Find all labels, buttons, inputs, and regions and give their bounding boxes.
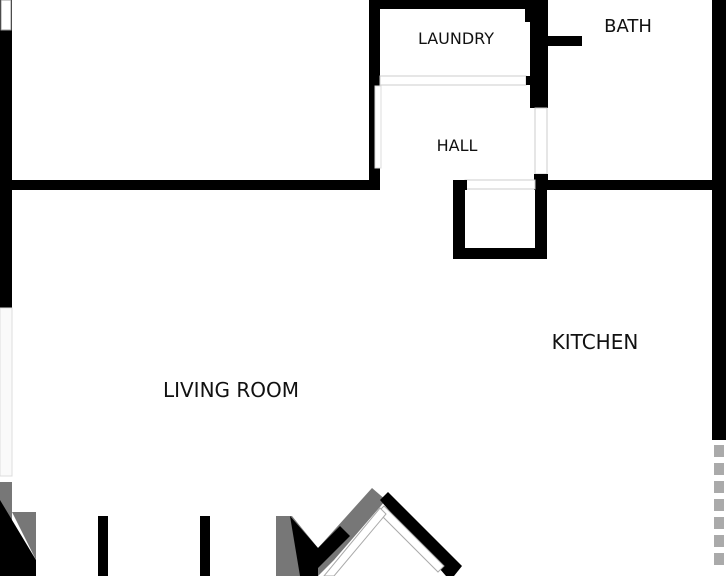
- room-label-bath: BATH: [604, 16, 652, 37]
- room-label-laundry: LAUNDRY: [418, 29, 494, 48]
- pantry-closet: [453, 179, 547, 259]
- room-label-hall: HALL: [437, 136, 478, 155]
- bedroom-south-wall: [10, 180, 380, 190]
- room-label-kitchen: KITCHEN: [552, 330, 639, 354]
- kitchen-north-wall: [540, 180, 720, 190]
- room-label-living-room: LIVING ROOM: [163, 378, 299, 402]
- right-exterior-wall: [712, 0, 726, 576]
- left-exterior-wall: [0, 0, 13, 477]
- bottom-wall-segments: [0, 482, 462, 576]
- hall-door-opening: [374, 85, 382, 169]
